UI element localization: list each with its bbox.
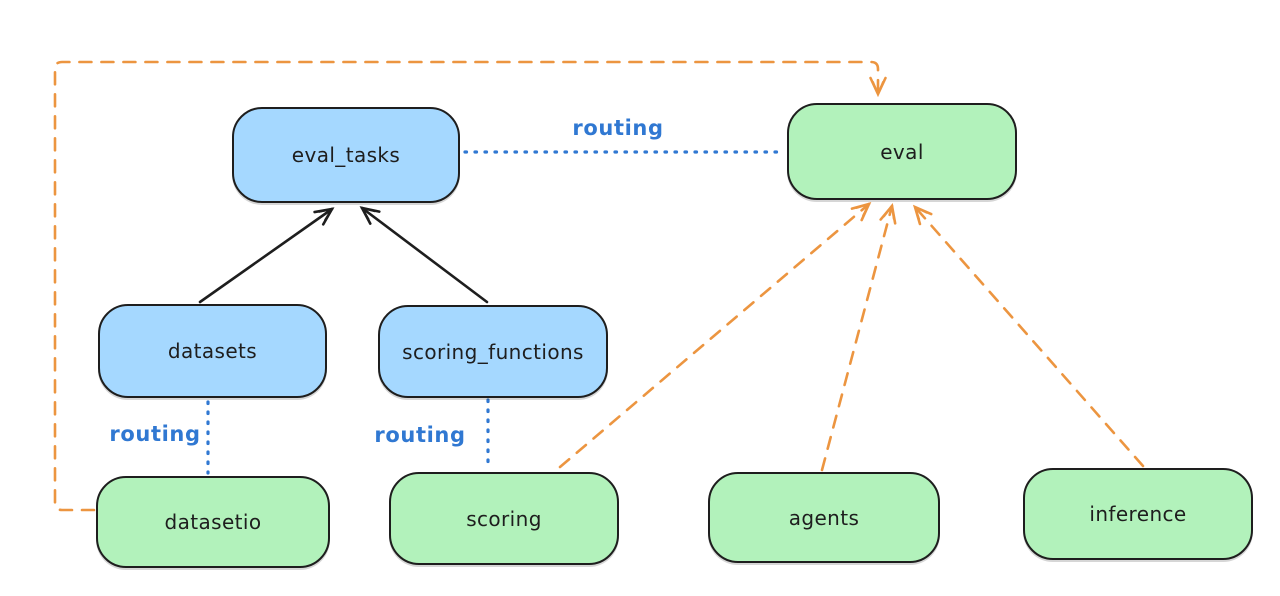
node-scoring-functions: scoring_functions	[378, 305, 608, 398]
node-scoring-label: scoring	[466, 506, 542, 531]
edge-label-routing-scoring: routing	[374, 423, 466, 447]
edge-inference-to-eval-dashed	[912, 204, 1145, 468]
node-eval-tasks: eval_tasks	[232, 107, 460, 203]
node-inference-label: inference	[1089, 502, 1187, 526]
node-eval: eval	[787, 103, 1017, 200]
node-eval-tasks-label: eval_tasks	[291, 143, 401, 167]
node-agents: agents	[708, 472, 940, 563]
node-datasets-label: datasets	[167, 339, 258, 363]
node-agents-label: agents	[788, 505, 860, 530]
edge-datasetio-to-eval-dashed	[53, 60, 887, 512]
edge-label-routing-top: routing	[572, 116, 664, 140]
edge-label-routing-datasets: routing	[109, 422, 201, 446]
node-datasetio-label: datasetio	[164, 510, 262, 534]
edge-scoring-functions-to-eval-tasks	[359, 206, 489, 304]
edge-agents-to-eval-dashed	[820, 203, 897, 472]
node-eval-label: eval	[880, 139, 924, 164]
edge-datasets-to-eval-tasks	[198, 207, 335, 304]
node-inference: inference	[1023, 468, 1253, 560]
node-datasets: datasets	[98, 304, 327, 398]
edge-scoring-to-eval-dashed	[558, 202, 872, 469]
node-scoring-functions-label: scoring_functions	[402, 339, 584, 364]
node-scoring: scoring	[389, 472, 619, 565]
node-datasetio: datasetio	[96, 476, 330, 568]
